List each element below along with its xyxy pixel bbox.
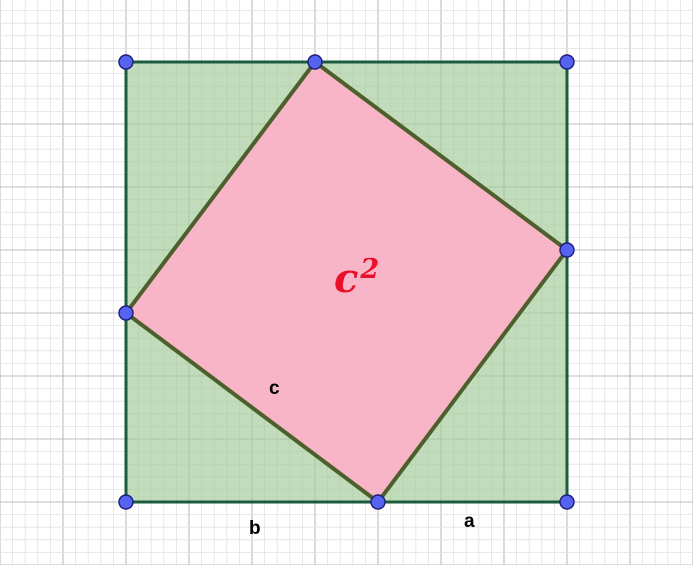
vertex-point-1[interactable] xyxy=(118,54,134,70)
vertex-point-3[interactable] xyxy=(559,54,575,70)
area-label: c2 xyxy=(334,254,379,302)
side-a-label: a xyxy=(464,511,475,532)
vertex-point-7[interactable] xyxy=(370,494,386,510)
area-label-base: c xyxy=(334,255,358,302)
vertex-point-4[interactable] xyxy=(559,242,575,258)
vertex-point-8[interactable] xyxy=(559,494,575,510)
area-label-exponent: 2 xyxy=(359,254,379,285)
vertex-point-2[interactable] xyxy=(307,54,323,70)
side-b-label: b xyxy=(249,518,261,539)
vertex-point-6[interactable] xyxy=(118,494,134,510)
points xyxy=(118,54,575,510)
side-c-label: c xyxy=(269,378,280,399)
vertex-point-5[interactable] xyxy=(118,305,134,321)
